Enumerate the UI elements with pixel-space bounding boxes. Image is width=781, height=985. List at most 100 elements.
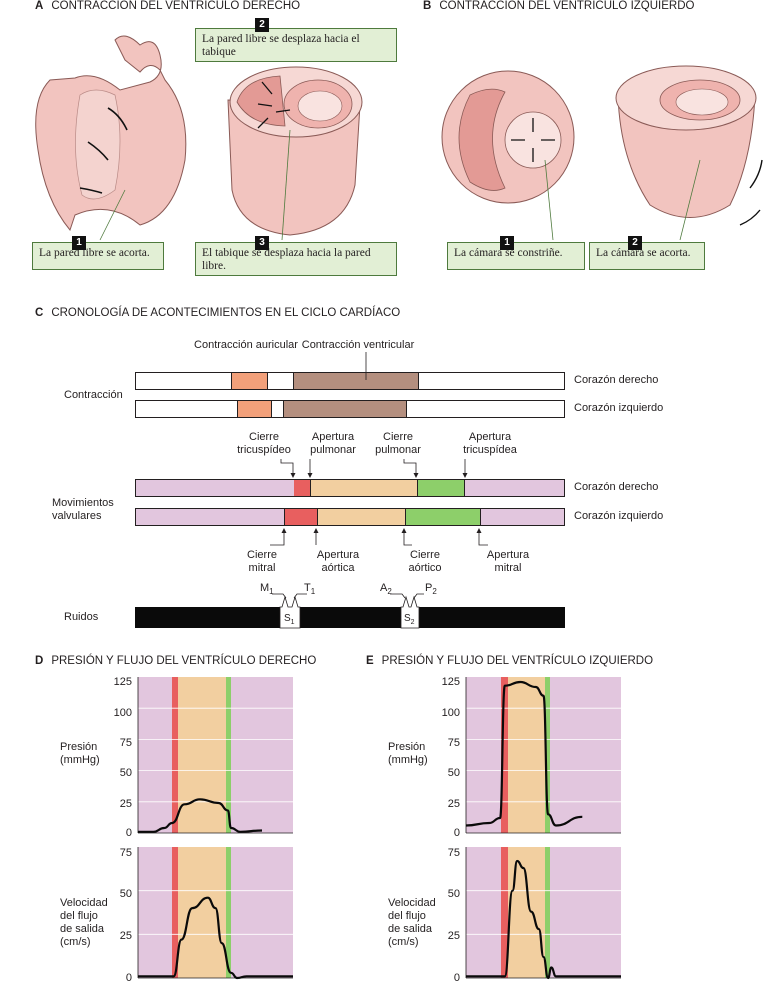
e-pressure-tick: 100 xyxy=(441,707,460,719)
ventricular-segment xyxy=(283,401,407,417)
left-ventricle-cross-section-side xyxy=(615,65,763,241)
d-pressure-series-line xyxy=(138,798,263,833)
isovolumic-relaxation-segment xyxy=(417,480,465,496)
e-pressure-tick: 125 xyxy=(441,676,460,688)
atrial-contraction-label: Contracción auricular xyxy=(194,339,298,351)
e-flow-tick: 75 xyxy=(447,847,460,859)
ejection-segment xyxy=(317,509,406,525)
d-pressure-tick: 100 xyxy=(113,707,132,719)
s1-label: S1 xyxy=(284,613,295,626)
badge-a1: 1 xyxy=(72,236,86,250)
e-pressure-tick: 25 xyxy=(447,798,460,810)
badge-a3: 3 xyxy=(255,236,269,250)
d-flow-series-line xyxy=(138,896,293,980)
d-flow-tick: 25 xyxy=(119,930,132,942)
d-pressure-tick: 75 xyxy=(119,737,132,749)
e-flow-phase-band xyxy=(501,847,508,978)
e-pressure-tick: 0 xyxy=(453,827,460,839)
d-flow-tick: 50 xyxy=(119,888,132,900)
isovolumic-contraction-segment xyxy=(294,480,310,496)
isovolumic-relaxation-segment xyxy=(405,509,481,525)
d-flow-tick: 75 xyxy=(119,847,132,859)
e-pressure-series-line xyxy=(465,680,583,827)
e-flow-tick: 50 xyxy=(447,888,460,900)
e-pressure-phase-band xyxy=(508,677,545,833)
section-a-b-illustrations xyxy=(35,35,763,241)
left-ventricle-cross-section-top xyxy=(441,70,575,241)
e-flow-tick: 25 xyxy=(447,930,460,942)
e-flow-tick: 0 xyxy=(453,972,460,984)
d-flow-phase-band xyxy=(178,847,226,978)
valve-bar-right xyxy=(135,479,565,497)
sounds-bar xyxy=(135,607,565,628)
badge-b2: 2 xyxy=(628,236,642,250)
a2-label: A2 xyxy=(380,582,392,597)
t1-label: T1 xyxy=(304,582,316,597)
badge-b1: 1 xyxy=(500,236,514,250)
contraction-bar-left xyxy=(135,400,565,418)
ventricular-segment xyxy=(293,373,419,389)
right-ventricle-cross-section xyxy=(227,66,363,241)
row-label-right-heart: Corazón derecho xyxy=(574,481,659,493)
callout-b2: La cámara se acorta. xyxy=(589,242,705,270)
ejection-segment xyxy=(310,480,418,496)
atrial-segment xyxy=(237,401,272,417)
ventricular-contraction-label: Contracción ventricular xyxy=(301,339,415,351)
row-label-left-heart: Corazón izquierdo xyxy=(574,402,664,414)
callout-a1: La pared libre se acorta. xyxy=(32,242,164,270)
e-flow-series-line xyxy=(466,859,621,980)
d-pressure-phase-band xyxy=(226,677,231,833)
e-pressure-phase-band xyxy=(501,677,508,833)
isovolumic-contraction-segment xyxy=(284,509,318,525)
e-flow-phase-band xyxy=(508,847,545,978)
d-pressure-phase-band xyxy=(178,677,226,833)
d-flow-tick: 0 xyxy=(125,972,132,984)
callout-b1: La cámara se constriñe. xyxy=(447,242,585,270)
p2-label: P2 xyxy=(425,582,437,597)
d-pressure-tick: 0 xyxy=(125,827,132,839)
e-pressure-tick: 50 xyxy=(447,767,460,779)
m1-label: M1 xyxy=(260,582,274,597)
d-flow-phase-band xyxy=(226,847,231,978)
contraction-bar-right xyxy=(135,372,565,390)
valve-bar-left xyxy=(135,508,565,526)
e-pressure-label: Presión(mmHg) xyxy=(388,741,428,766)
d-pressure-tick: 125 xyxy=(113,676,132,688)
contraction-label: Contracción xyxy=(64,389,123,401)
row-label-right-heart: Corazón derecho xyxy=(574,374,659,386)
d-pressure-tick: 25 xyxy=(119,798,132,810)
callout-a2: La pared libre se desplaza hacia el tabi… xyxy=(195,28,397,62)
e-pressure-tick: 75 xyxy=(447,737,460,749)
s2-label: S2 xyxy=(404,613,415,626)
callout-a3: El tabique se desplaza hacia la pared li… xyxy=(195,242,397,276)
atrial-segment xyxy=(231,373,268,389)
d-flow-phase-band xyxy=(172,847,178,978)
badge-a2: 2 xyxy=(255,18,269,32)
d-pressure-tick: 50 xyxy=(119,767,132,779)
sounds-label: Ruidos xyxy=(64,611,99,623)
e-pressure-phase-band xyxy=(545,677,550,833)
right-ventricle-heart-illustration xyxy=(35,35,187,241)
row-label-left-heart: Corazón izquierdo xyxy=(574,510,664,522)
e-flow-phase-band xyxy=(545,847,550,978)
d-pressure-phase-band xyxy=(172,677,178,833)
